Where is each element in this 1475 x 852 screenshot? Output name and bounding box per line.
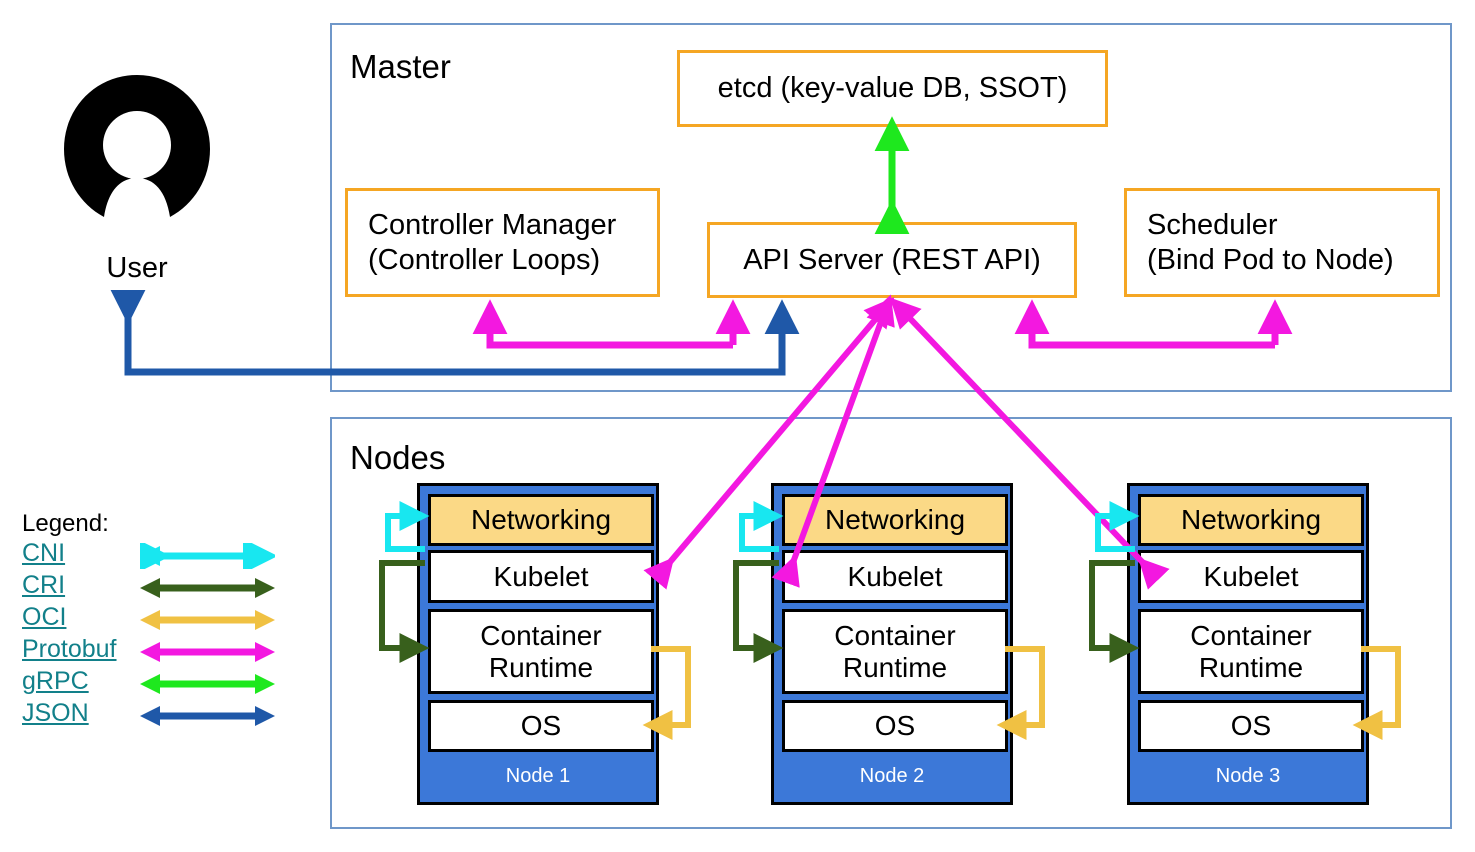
node-1-container-runtime-label: Container Runtime <box>480 620 602 683</box>
node-3-os-label: OS <box>1230 710 1272 742</box>
api-server-box[interactable]: API Server (REST API) <box>707 222 1077 298</box>
node-2-container-runtime-label: Container Runtime <box>834 620 956 683</box>
node-3-os-box[interactable]: OS <box>1138 700 1364 752</box>
legend-arrow-protobuf <box>140 639 275 665</box>
node-2-kubelet-label: Kubelet <box>847 560 943 592</box>
node-3-container-runtime-box[interactable]: Container Runtime <box>1138 609 1364 694</box>
node-2-os-label: OS <box>874 710 916 742</box>
legend-title: Legend: <box>22 510 109 537</box>
node-3-kubelet-box[interactable]: Kubelet <box>1138 550 1364 603</box>
node-3-kubelet-label: Kubelet <box>1203 560 1299 592</box>
master-group-title: Master <box>350 48 451 85</box>
node-1-networking-box[interactable]: Networking <box>428 494 654 546</box>
node-2-label: Node 2 <box>859 765 925 787</box>
legend-arrow-cni <box>135 538 278 574</box>
etcd-label: etcd (key-value DB, SSOT) <box>717 72 1068 105</box>
node-1-kubelet-box[interactable]: Kubelet <box>428 550 654 603</box>
legend-label-cni: CNI <box>22 539 66 567</box>
legend-label-cri: CRI <box>22 571 66 599</box>
node-3-card[interactable]: Networking Kubelet Container Runtime OS … <box>1127 483 1369 805</box>
node-2-os-box[interactable]: OS <box>782 700 1008 752</box>
node-1-label: Node 1 <box>505 765 571 787</box>
legend-item-grpc[interactable]: gRPC <box>22 668 292 700</box>
etcd-box[interactable]: etcd (key-value DB, SSOT) <box>677 50 1108 127</box>
legend-item-cri[interactable]: CRI <box>22 572 292 604</box>
scheduler-box[interactable]: Scheduler (Bind Pod to Node) <box>1124 188 1440 297</box>
legend-item-cni[interactable]: CNI <box>22 538 292 574</box>
node-2-container-runtime-box[interactable]: Container Runtime <box>782 609 1008 694</box>
node-2-networking-box[interactable]: Networking <box>782 494 1008 546</box>
legend-arrow-oci <box>140 607 275 633</box>
legend-arrow-json <box>140 703 275 729</box>
api-server-label: API Server (REST API) <box>743 243 1041 276</box>
legend-label-grpc: gRPC <box>22 667 89 695</box>
node-2-kubelet-box[interactable]: Kubelet <box>782 550 1008 603</box>
node-1-networking-label: Networking <box>470 504 612 536</box>
node-1-kubelet-label: Kubelet <box>493 560 589 592</box>
legend-label-protobuf: Protobuf <box>22 635 117 663</box>
legend-item-protobuf[interactable]: Protobuf <box>22 636 292 668</box>
node-1-card[interactable]: Networking Kubelet Container Runtime OS … <box>417 483 659 805</box>
node-3-container-runtime-label: Container Runtime <box>1190 620 1312 683</box>
scheduler-label: Scheduler (Bind Pod to Node) <box>1147 209 1394 276</box>
node-2-card[interactable]: Networking Kubelet Container Runtime OS … <box>771 483 1013 805</box>
node-1-os-box[interactable]: OS <box>428 700 654 752</box>
node-1-os-label: OS <box>520 710 562 742</box>
controller-manager-box[interactable]: Controller Manager (Controller Loops) <box>345 188 660 297</box>
nodes-group-title: Nodes <box>350 439 446 476</box>
legend-arrow-grpc <box>140 671 275 697</box>
controller-manager-label: Controller Manager (Controller Loops) <box>368 209 617 276</box>
legend: Legend: CNI CRI OCI <box>22 510 292 732</box>
legend-label-json: JSON <box>22 699 89 727</box>
node-3-networking-label: Networking <box>1180 504 1322 536</box>
legend-item-json[interactable]: JSON <box>22 700 292 732</box>
node-1-container-runtime-box[interactable]: Container Runtime <box>428 609 654 694</box>
legend-label-oci: OCI <box>22 603 67 631</box>
legend-arrow-cri <box>140 575 275 601</box>
node-2-networking-label: Networking <box>824 504 966 536</box>
user-avatar-icon <box>62 73 212 223</box>
user-label: User <box>106 252 168 284</box>
legend-item-oci[interactable]: OCI <box>22 604 292 636</box>
node-3-networking-box[interactable]: Networking <box>1138 494 1364 546</box>
node-3-label: Node 3 <box>1215 765 1281 787</box>
